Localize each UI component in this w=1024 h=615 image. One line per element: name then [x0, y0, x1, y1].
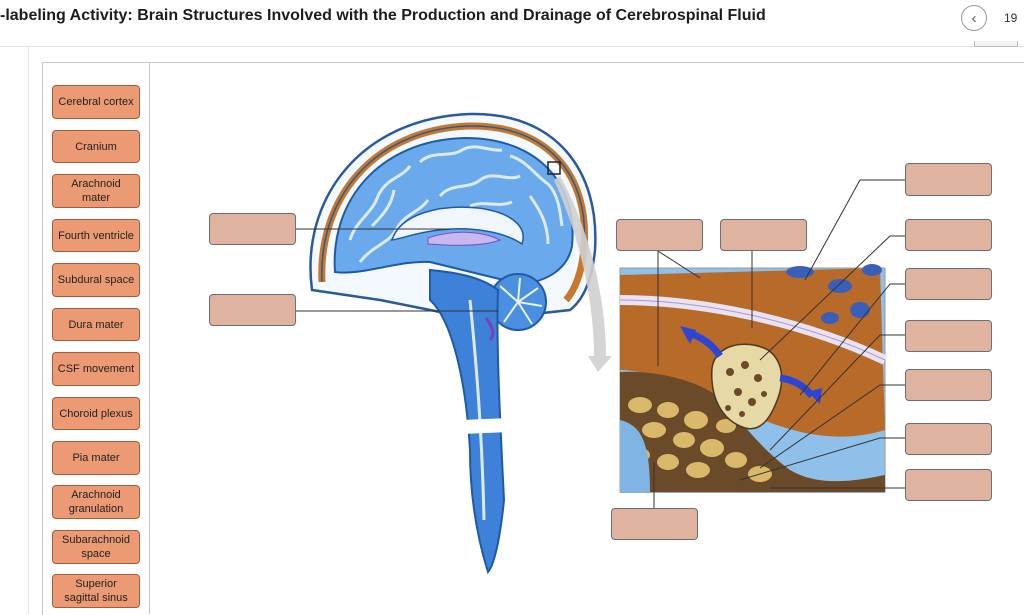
term-fourth-ventricle[interactable]: Fourth ventricle — [52, 219, 140, 252]
term-subarachnoid-space[interactable]: Subarachnoid space — [52, 530, 140, 564]
term-choroid-plexus[interactable]: Choroid plexus — [52, 397, 140, 430]
header-bar: -labeling Activity: Brain Structures Inv… — [0, 0, 1024, 47]
drop-target-6[interactable] — [905, 219, 992, 251]
chevron-left-icon: ‹ — [971, 9, 977, 27]
drop-target-10[interactable] — [905, 423, 992, 455]
page-title: -labeling Activity: Brain Structures Inv… — [0, 7, 766, 24]
term-arachnoid-mater[interactable]: Arachnoid mater — [52, 174, 140, 208]
page-number: 19 — [1004, 11, 1018, 25]
drop-target-8[interactable] — [905, 320, 992, 352]
drop-target-2[interactable] — [209, 294, 296, 326]
back-button[interactable]: ‹ — [961, 5, 987, 31]
term-cranium[interactable]: Cranium — [52, 130, 140, 163]
term-csf-movement[interactable]: CSF movement — [52, 352, 140, 386]
drop-target-12[interactable] — [611, 508, 698, 540]
drop-target-3[interactable] — [616, 219, 703, 251]
activity-frame — [42, 62, 1024, 615]
scroll-tab[interactable] — [974, 41, 1018, 47]
drop-target-4[interactable] — [720, 219, 807, 251]
drop-target-9[interactable] — [905, 369, 992, 401]
drop-target-5[interactable] — [905, 163, 992, 196]
left-gutter — [28, 47, 29, 614]
drop-target-7[interactable] — [905, 268, 992, 300]
term-cerebral-cortex[interactable]: Cerebral cortex — [52, 85, 140, 119]
term-arachnoid-granulation[interactable]: Arachnoid granulation — [52, 485, 140, 519]
drop-target-11[interactable] — [905, 469, 992, 501]
term-subdural-space[interactable]: Subdural space — [52, 263, 140, 297]
drop-target-1[interactable] — [209, 213, 296, 245]
term-dura-mater[interactable]: Dura mater — [52, 308, 140, 341]
word-bank — [42, 62, 150, 614]
term-superior-sagittal-sinus[interactable]: Superior sagittal sinus — [52, 574, 140, 608]
term-pia-mater[interactable]: Pia mater — [52, 441, 140, 475]
